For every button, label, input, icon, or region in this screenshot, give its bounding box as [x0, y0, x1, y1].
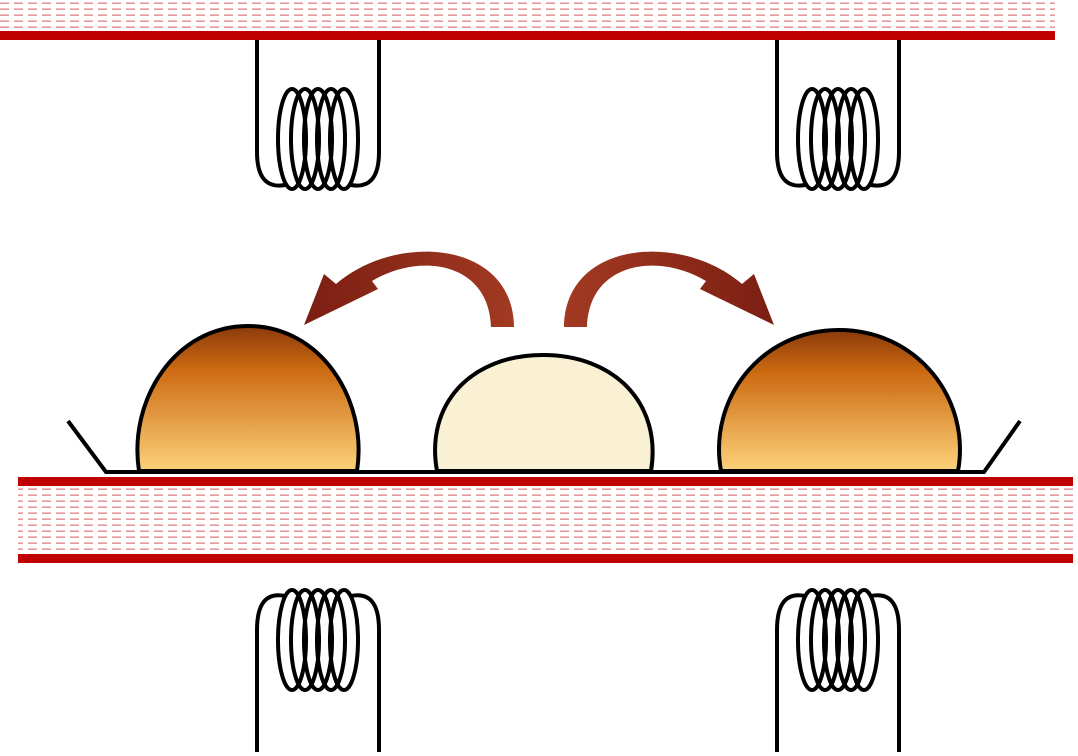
heating-coil-bottom-left	[255, 588, 381, 752]
top-plate	[0, 0, 1055, 40]
droplet-cool-center	[433, 352, 655, 473]
heating-coil-top-left	[255, 40, 381, 191]
droplet-hot-right	[717, 327, 962, 473]
droplet-hot-left	[135, 323, 361, 473]
curved-arrow-right	[564, 251, 774, 327]
heating-coil-bottom-right	[775, 588, 901, 752]
bottom-plate	[18, 477, 1073, 563]
curved-arrow-left	[304, 251, 514, 327]
heating-coil-top-right	[775, 40, 901, 191]
